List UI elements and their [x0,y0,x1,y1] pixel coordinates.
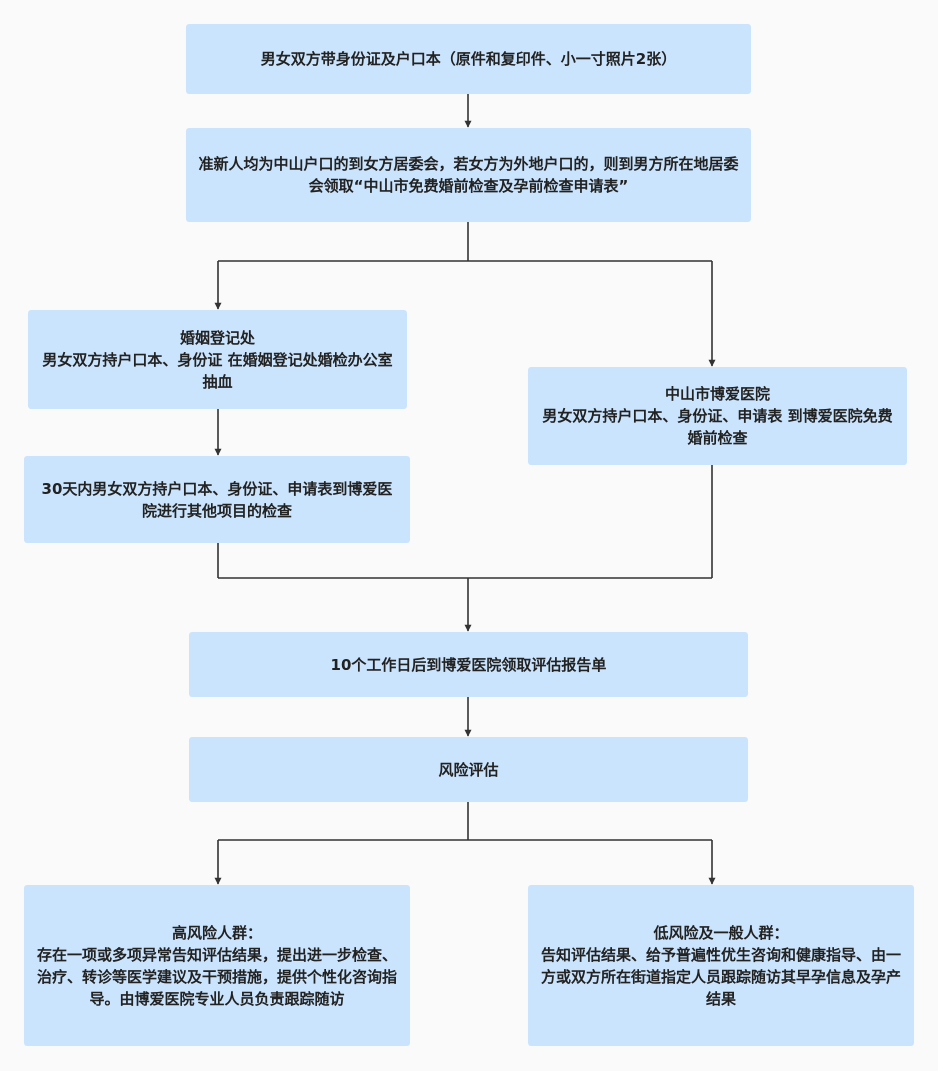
boai-hospital-text: 中山市博爱医院 男女双方持户口本、身份证、申请表 到博爱医院免费婚前检查 [542,385,893,447]
risk-assessment-text: 风险评估 [438,760,499,779]
step-documents-text: 男女双方带身份证及户口本（原件和复印件、小一寸照片2张） [260,50,677,68]
boai-hospital-box: 中山市博爱医院 男女双方持户口本、身份证、申请表 到博爱医院免费婚前检查 [528,367,907,465]
risk-assessment-box: 风险评估 [189,737,748,802]
marriage-registry-box: 婚姻登记处 男女双方持户口本、身份证 在婚姻登记处婚检办公室抽血 [28,310,407,409]
high-risk-box: 高风险人群： 存在一项或多项异常告知评估结果，提出进一步检查、治疗、转诊等医学建… [24,885,410,1046]
marriage-registry-text: 婚姻登记处 男女双方持户口本、身份证 在婚姻登记处婚检办公室抽血 [42,328,393,391]
high-risk-text: 高风险人群： 存在一项或多项异常告知评估结果，提出进一步检查、治疗、转诊等医学建… [36,923,397,1008]
step-application-form-text: 准新人均为中山户口的到女方居委会，若女方为外地户口的，则到男方所在地居委会领取“… [198,155,739,195]
low-risk-box: 低风险及一般人群： 告知评估结果、给予普遍性优生咨询和健康指导、由一方或双方所在… [528,885,914,1046]
low-risk-text: 低风险及一般人群： 告知评估结果、给予普遍性优生咨询和健康指导、由一方或双方所在… [540,923,901,1008]
collect-report-box: 10个工作日后到博爱医院领取评估报告单 [189,632,748,697]
other-exams-text: 30天内男女双方持户口本、身份证、申请表到博爱医院进行其他项目的检查 [41,479,393,520]
collect-report-text: 10个工作日后到博爱医院领取评估报告单 [330,655,607,674]
step-application-form-box: 准新人均为中山户口的到女方居委会，若女方为外地户口的，则到男方所在地居委会领取“… [186,128,751,222]
other-exams-box: 30天内男女双方持户口本、身份证、申请表到博爱医院进行其他项目的检查 [24,456,410,543]
step-documents-box: 男女双方带身份证及户口本（原件和复印件、小一寸照片2张） [186,24,751,94]
